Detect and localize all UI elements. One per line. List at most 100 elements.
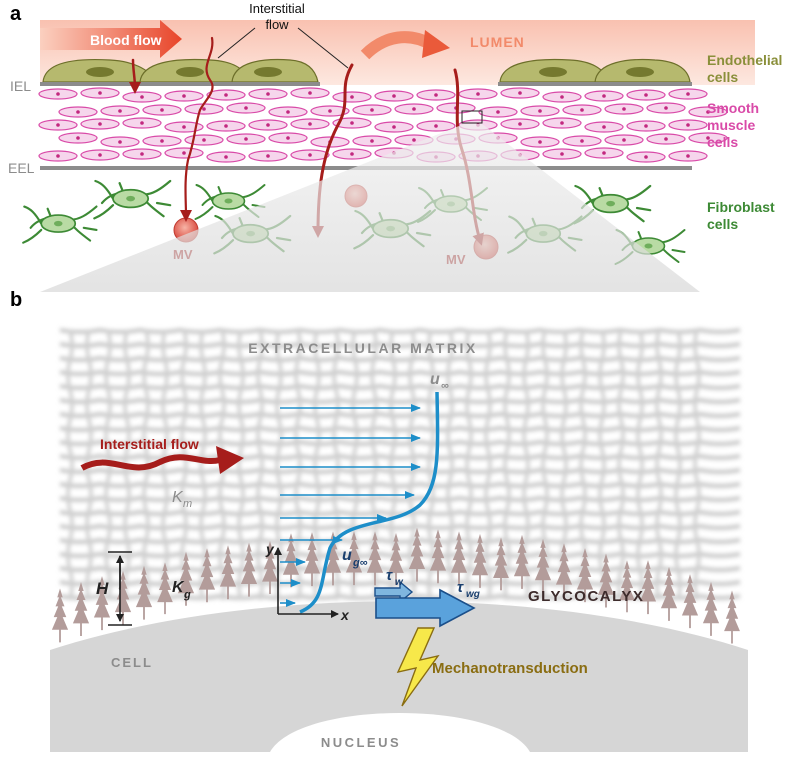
glycocalyx-tree bbox=[135, 565, 153, 620]
smooth-muscle-cell bbox=[332, 148, 372, 160]
interstitial-flow-label-line1: Interstitial bbox=[249, 1, 305, 16]
smooth-muscle-cell bbox=[542, 148, 582, 160]
k-g-label: K g bbox=[172, 579, 191, 601]
smooth-muscle-cell bbox=[142, 135, 182, 147]
smooth-muscle-cell bbox=[248, 88, 288, 100]
smooth-muscle-cell bbox=[646, 133, 686, 145]
smooth-muscle-cell bbox=[58, 132, 98, 144]
interstitial-flow-label-b: Interstitial flow bbox=[100, 436, 199, 452]
tau-w-base: τ bbox=[386, 567, 393, 584]
eel-label: EEL bbox=[8, 160, 35, 176]
u-g-infinity-label: u g∞ bbox=[342, 547, 368, 569]
blood-flow-arrow bbox=[40, 20, 182, 58]
smooth-muscle-cell bbox=[184, 134, 224, 146]
interstitial-flow-label-line2: flow bbox=[265, 17, 289, 32]
smooth-muscle-cell bbox=[80, 149, 120, 161]
tau-wg-label: τ wg bbox=[457, 579, 480, 600]
smooth-muscle-cell bbox=[122, 91, 162, 103]
smooth-muscle-cell bbox=[478, 106, 518, 118]
smooth-muscle-cell bbox=[604, 134, 644, 146]
nucleus-shape bbox=[270, 713, 530, 752]
smooth-muscle-cell bbox=[562, 104, 602, 116]
smooth-muscle-cell bbox=[80, 87, 120, 99]
k-m-base: K bbox=[172, 489, 184, 506]
k-m-label: K m bbox=[172, 489, 192, 510]
tau-wg-sub: wg bbox=[466, 589, 480, 600]
zoom-box bbox=[461, 110, 483, 124]
tau-w-label: τ w bbox=[386, 567, 404, 588]
smooth-muscle-cell bbox=[226, 133, 266, 145]
u-ginf-sub: g∞ bbox=[352, 557, 368, 569]
smooth-muscle-cell bbox=[668, 150, 708, 162]
tau-w-sub: w bbox=[395, 577, 404, 588]
smooth-muscle-cell bbox=[584, 90, 624, 102]
smooth-muscle-cell bbox=[100, 105, 140, 117]
smooth-muscle-cell bbox=[38, 119, 78, 131]
smooth-muscle-cell bbox=[374, 90, 414, 102]
lightning-icon bbox=[396, 627, 440, 707]
tau-w-arrow bbox=[374, 580, 414, 604]
smooth-muscle-cell bbox=[542, 117, 582, 129]
tau-wg-base: τ bbox=[457, 579, 464, 596]
smooth-muscle-cell bbox=[268, 106, 308, 118]
panel-a-letter: a bbox=[10, 3, 22, 25]
smooth-muscle-cell bbox=[394, 103, 434, 115]
velocity-profile bbox=[280, 391, 440, 614]
smooth-muscle-cell bbox=[458, 88, 498, 100]
glycocalyx-tree bbox=[702, 581, 720, 636]
mechanotransduction-label: Mechanotransduction bbox=[432, 660, 588, 677]
interstitial-flow-arrow-b bbox=[80, 454, 221, 471]
extracellular-matrix-label: EXTRACELLULAR MATRIX bbox=[248, 340, 477, 356]
k-g-sub: g bbox=[183, 589, 191, 601]
smooth-muscle-cell bbox=[290, 149, 330, 161]
smooth-muscle-cell bbox=[164, 90, 204, 102]
smooth-muscle-cell bbox=[122, 117, 162, 129]
smooth-muscle-cell bbox=[290, 87, 330, 99]
smooth-muscle-cell bbox=[226, 102, 266, 114]
y-axis-label: y bbox=[265, 541, 275, 557]
blood-flow-label: Blood flow bbox=[90, 32, 162, 48]
pointer-line-1 bbox=[217, 27, 256, 59]
smooth-muscle-cell bbox=[584, 147, 624, 159]
smooth-muscle-cell bbox=[248, 150, 288, 162]
u-inf-sub: ∞ bbox=[441, 380, 449, 392]
smooth-muscle-cell bbox=[206, 151, 246, 163]
u-inf-base: u bbox=[430, 371, 440, 388]
tau-wg-arrow bbox=[375, 588, 476, 628]
x-axis-label: x bbox=[340, 607, 350, 623]
smooth-muscle-cell bbox=[416, 120, 456, 132]
fibroblast-label-line2: cells bbox=[707, 216, 738, 232]
smooth-muscle-cell bbox=[352, 135, 392, 147]
interstitial-flow-arrow-b-head bbox=[216, 446, 244, 474]
endothelial-cells bbox=[42, 58, 691, 83]
smooth-muscle-cell bbox=[122, 148, 162, 160]
glycocalyx-tree bbox=[660, 566, 678, 621]
smooth-muscle-cell bbox=[520, 136, 560, 148]
smooth-muscle-cell bbox=[584, 121, 624, 133]
smooth-muscle-cell bbox=[58, 106, 98, 118]
smooth-muscle-cells bbox=[38, 87, 728, 163]
smooth-muscle-cell bbox=[352, 104, 392, 116]
smooth-muscle-cell bbox=[500, 118, 540, 130]
smooth-muscle-cell bbox=[332, 91, 372, 103]
nucleus-label: NUCLEUS bbox=[321, 735, 401, 750]
glycocalyx-label: GLYCOCALYX bbox=[528, 588, 644, 605]
endothelial-label-line1: Endothelial bbox=[707, 52, 782, 68]
smooth-muscle-cell bbox=[268, 132, 308, 144]
lumen-arrow-head bbox=[422, 30, 450, 58]
smooth-muscle-cell bbox=[374, 121, 414, 133]
smooth-muscle-cell bbox=[626, 151, 666, 163]
extracellular-matrix-mesh bbox=[59, 327, 741, 601]
lumen-label: LUMEN bbox=[470, 34, 525, 50]
smooth-muscle-cell bbox=[100, 136, 140, 148]
iel-label: IEL bbox=[10, 78, 31, 94]
k-m-sub: m bbox=[183, 498, 192, 510]
h-label: H bbox=[96, 579, 109, 598]
u-ginf-base: u bbox=[342, 547, 352, 564]
u-infinity-label: u ∞ bbox=[430, 371, 449, 392]
cell-body bbox=[50, 601, 748, 752]
smooth-muscle-cell bbox=[542, 91, 582, 103]
pointer-line-2 bbox=[297, 27, 349, 69]
smooth-muscle-cell bbox=[80, 118, 120, 130]
